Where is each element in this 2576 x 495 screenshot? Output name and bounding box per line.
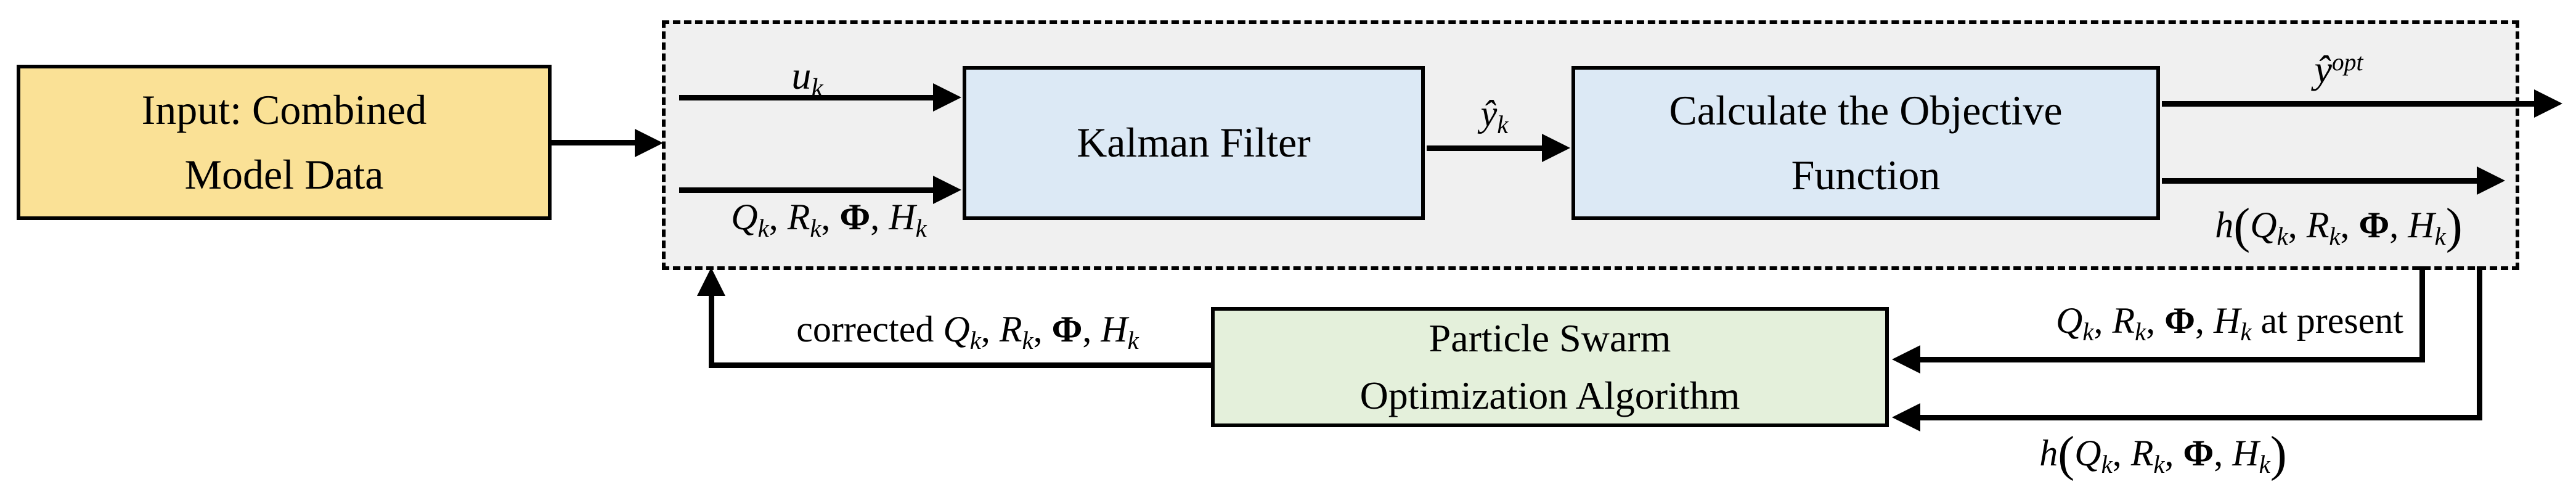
qr-phi-h-arrow-line	[679, 187, 935, 193]
y-hat-opt-arrow-line	[2162, 101, 2537, 107]
present-params-drop-line	[2419, 266, 2425, 360]
y-hat-k-label: ŷk	[1480, 93, 1509, 139]
h-output-arrow-line	[2162, 178, 2479, 184]
corrected-params-label: corrected Qk, Rk, Φ, Hk	[796, 309, 1139, 355]
h-function-output-label: h(Qk, Rk, Φ, Hk)	[2215, 198, 2463, 253]
h-drop-line	[2477, 266, 2482, 420]
h-output-arrow-head	[2477, 166, 2505, 195]
y-hat-opt-arrow-head	[2534, 89, 2562, 118]
input-box-line1: Input: Combined	[141, 86, 427, 133]
objective-function-line1: Calculate the Objective	[1669, 86, 2063, 134]
corrected-params-arrow-head	[697, 268, 725, 296]
qr-phi-h-arrow-head	[933, 176, 961, 204]
corrected-params-riser-line	[709, 295, 714, 365]
y-hat-k-arrow-line	[1427, 145, 1544, 151]
qr-phi-h-at-present-label: Qk, Rk, Φ, Hk at present	[2056, 300, 2403, 346]
qr-phi-h-input-label: Qk, Rk, Φ, Hk	[731, 197, 927, 243]
u-k-label: uk	[791, 54, 823, 104]
kalman-filter-box: Kalman Filter	[963, 66, 1425, 220]
y-hat-k-arrow-head	[1542, 134, 1570, 162]
pso-line2: Optimization Algorithm	[1359, 373, 1740, 417]
present-params-arrow-line	[1919, 357, 2425, 362]
u-k-arrow-line	[679, 95, 935, 100]
u-k-arrow-head	[933, 83, 961, 112]
input-arrow-head	[635, 129, 663, 157]
objective-function-line2: Function	[1791, 152, 1941, 198]
kalman-filter-label: Kalman Filter	[1077, 119, 1311, 166]
h-pso-arrow-head	[1892, 403, 1920, 432]
pso-line1: Particle Swarm	[1429, 316, 1671, 360]
input-arrow-line	[552, 140, 638, 145]
objective-function-box: Calculate the Objective Function	[1571, 66, 2160, 220]
input-box: Input: Combined Model Data	[17, 65, 552, 220]
pso-box: Particle Swarm Optimization Algorithm	[1211, 307, 1889, 427]
y-hat-opt-label: ŷopt	[2314, 47, 2363, 91]
present-params-arrow-head	[1892, 345, 1920, 374]
corrected-params-line	[709, 362, 1211, 368]
h-function-pso-label: h(Qk, Rk, Φ, Hk)	[2039, 426, 2287, 481]
input-box-line2: Model Data	[184, 151, 384, 198]
h-pso-arrow-line	[1919, 415, 2482, 420]
